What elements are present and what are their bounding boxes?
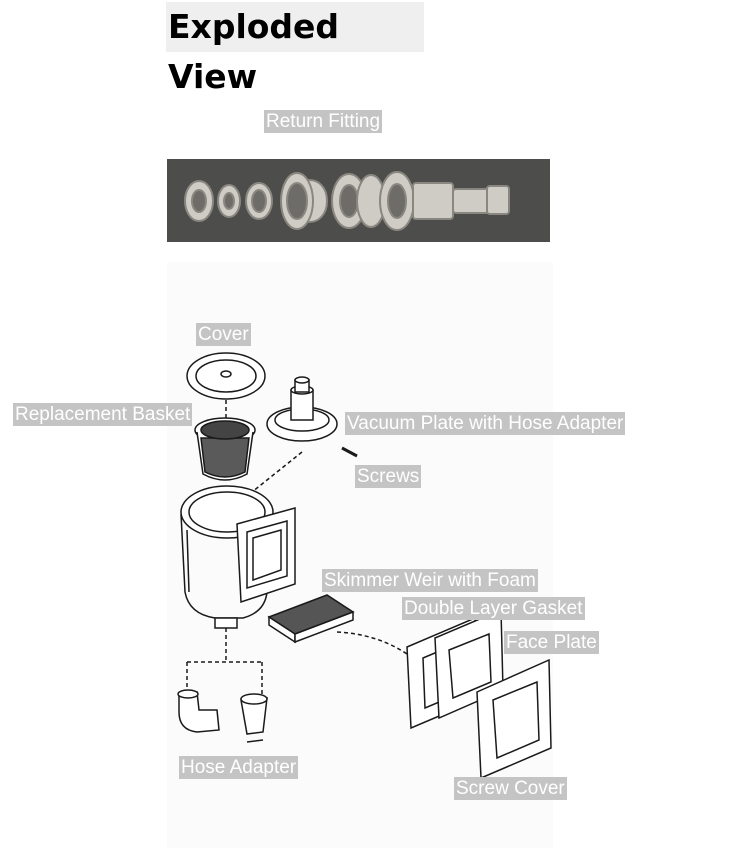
return-fitting-photo xyxy=(167,159,550,242)
label-double-layer-gasket: Double Layer Gasket xyxy=(402,597,585,620)
label-replacement-basket: Replacement Basket xyxy=(13,403,193,426)
label-hose-adapter: Hose Adapter xyxy=(179,756,299,779)
label-face-plate: Face Plate xyxy=(504,631,599,654)
label-screws: Screws xyxy=(355,465,422,488)
skimmer-body-part xyxy=(180,485,296,629)
label-screw-cover: Screw Cover xyxy=(454,777,567,800)
label-vacuum-plate: Vacuum Plate with Hose Adapter xyxy=(345,412,626,435)
label-return-fitting: Return Fitting xyxy=(264,110,383,133)
face-plate-part xyxy=(476,658,552,780)
replacement-basket-part xyxy=(194,417,256,481)
screws-part xyxy=(341,446,358,458)
cover-part xyxy=(186,352,266,400)
skimmer-weir-part xyxy=(267,594,355,644)
vacuum-plate-part xyxy=(266,376,338,442)
label-cover: Cover xyxy=(196,323,251,346)
page-title: Exploded View xyxy=(166,2,424,96)
hose-adapter-part xyxy=(177,689,268,743)
skimmer-diagram xyxy=(167,262,553,848)
label-skimmer-weir: Skimmer Weir with Foam xyxy=(322,569,538,592)
